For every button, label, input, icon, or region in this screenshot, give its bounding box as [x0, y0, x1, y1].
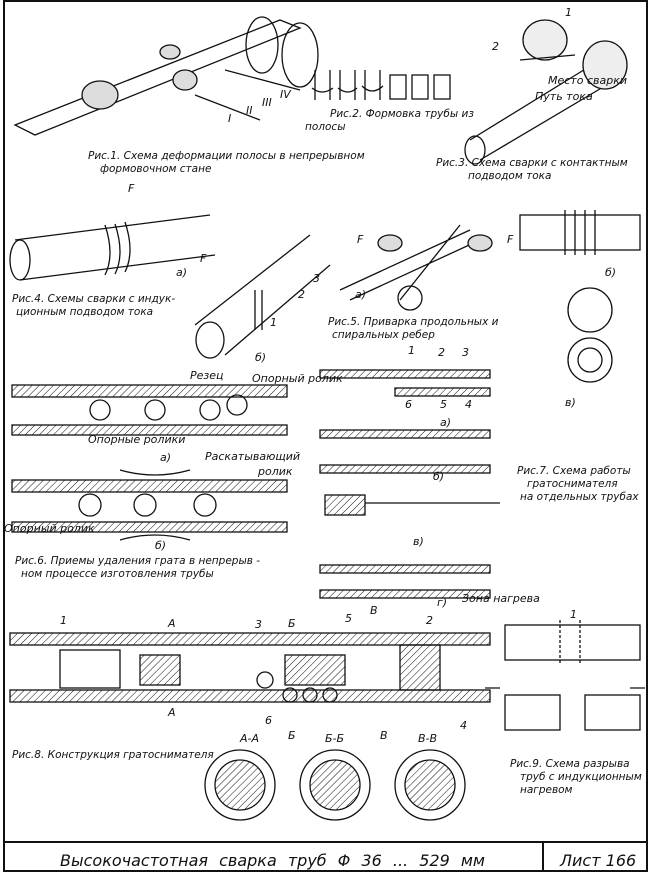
sheet-number: Лист 166 [560, 851, 637, 870]
caption-line: гратоснимателя [527, 478, 618, 490]
fig3-current-path: Путь тока [535, 90, 593, 103]
fig8-sketch [9, 632, 491, 821]
fig3-weld-place: Место сварки [548, 74, 627, 87]
caption-line: ном процессе изготовления трубы [21, 568, 214, 580]
fig7-label-5: 5 [440, 398, 447, 411]
fig8-section-a-bottom: А [168, 706, 176, 719]
fig1-sketch [13, 16, 319, 136]
fig8-label-6: 6 [265, 714, 272, 727]
fig9-label-1: 1 [570, 608, 577, 621]
fig2-sketch [311, 70, 451, 100]
fig6-caption: Рис.6. Приемы удаления грата в непрерыв … [15, 555, 260, 581]
fig3-sketch [464, 19, 628, 165]
fig6-support-roller-bottom: Опорный ролик [4, 522, 95, 535]
fig5-label-b: б) [605, 266, 617, 279]
fig5-label-v: в) [565, 396, 576, 409]
caption-line: полосы [305, 121, 346, 133]
fig8-section-v-top: В [370, 604, 378, 617]
fig8-section-bb: Б-Б [325, 732, 345, 745]
fig8-section-vv: В-В [418, 732, 438, 745]
fig6-rolling-roller-2: ролик [258, 465, 293, 478]
fig8-section-a-top: А [168, 617, 176, 630]
fig4-label-b: б) [255, 351, 267, 364]
fig9-sketch [485, 620, 645, 731]
fig5-label-a: а) [355, 288, 367, 301]
caption-line: Рис.9. Схема разрыва [510, 758, 630, 770]
fig3-label-1: 1 [565, 6, 572, 19]
fig4-label-1: 1 [270, 316, 277, 329]
fig7-label-a: а) [440, 416, 452, 429]
fig6-cutter: Резец [190, 369, 224, 382]
sheet-frame [3, 0, 648, 872]
fig7-label-2: 2 [438, 346, 445, 359]
fig5-force-1: F [357, 233, 364, 246]
fig8-section-b-bottom: Б [288, 729, 296, 742]
fig8-section-b-top: Б [288, 617, 296, 630]
fig8-section-v-bottom: В [380, 729, 388, 742]
fig5-sketch [339, 210, 641, 383]
fig7-label-1: 1 [408, 344, 415, 357]
fig4-caption: Рис.4. Схемы сварки с индук-ционным подв… [12, 293, 175, 319]
caption-line: труб с индукционным [520, 771, 642, 783]
fig1-caption: Рис.1. Схема деформации полосы в непреры… [88, 150, 365, 176]
fig4-label-2: 2 [298, 288, 305, 301]
fig7-label-4: 4 [465, 398, 472, 411]
caption-line: Рис.6. Приемы удаления грата в непрерыв … [15, 555, 261, 567]
fig8-label-4: 4 [460, 719, 467, 732]
fig7-label-g: г) [437, 596, 448, 609]
fig8-section-aa: А-А [240, 732, 260, 745]
caption-line: Рис.4. Схемы сварки с индук- [12, 293, 176, 305]
caption-line: Рис.7. Схема работы [517, 465, 631, 477]
fig5-force-2: F [507, 233, 514, 246]
fig7-label-6: 6 [405, 398, 412, 411]
roman-ii: II [246, 104, 253, 117]
caption-line: формовочном стане [100, 163, 212, 175]
caption-line: ционным подводом тока [16, 306, 154, 318]
roman-iv: IV [280, 88, 291, 101]
fig8-label-3: 3 [255, 618, 262, 631]
roman-i: I [228, 112, 232, 125]
fig7-label-3: 3 [462, 346, 469, 359]
fig3-label-2: 2 [492, 40, 499, 53]
caption-line: спиральных ребер [332, 329, 435, 341]
fig4-sketch [9, 214, 331, 359]
caption-line: Рис.2. Формовка трубы из [330, 108, 474, 120]
caption-line: Рис.1. Схема деформации полосы в непреры… [88, 150, 365, 162]
fig6-support-roller-top: Опорный ролик [252, 372, 343, 385]
fig4-force-2: F [200, 252, 207, 265]
fig8-label-5: 5 [345, 612, 352, 625]
fig7-sketch [319, 369, 500, 599]
fig6-sketch [11, 384, 288, 541]
fig4-label-a: а) [176, 266, 188, 279]
roman-iii: III [262, 96, 272, 109]
fig7-label-v: в) [413, 535, 424, 548]
fig7-label-b: б) [433, 470, 445, 483]
fig6-label-b: б) [155, 539, 167, 552]
caption-line: Рис.8. Конструкция гратоснимателя [12, 749, 214, 761]
caption-line: на отдельных трубах [520, 491, 639, 503]
caption-line: подводом тока [468, 170, 552, 182]
fig8-label-1: 1 [60, 614, 67, 627]
fig6-support-rollers: Опорные ролики [88, 433, 186, 446]
fig8-label-2: 2 [426, 614, 433, 627]
sheet-title: Высокочастотная сварка труб Φ 36 ... 529… [60, 851, 485, 870]
fig9-heat-zone: Зона нагрева [462, 592, 540, 605]
fig6-rolling-roller-1: Раскатывающий [205, 450, 301, 463]
caption-line: Рис.5. Приварка продольных и [328, 316, 499, 328]
caption-line: Рис.3. Схема сварки с контактным [436, 157, 628, 169]
fig6-label-a: а) [160, 451, 172, 464]
fig8-caption: Рис.8. Конструкция гратоснимателя [12, 749, 214, 762]
fig4-force-1: F [128, 182, 135, 195]
caption-line: нагревом [520, 784, 573, 796]
fig4-label-3: 3 [313, 272, 320, 285]
